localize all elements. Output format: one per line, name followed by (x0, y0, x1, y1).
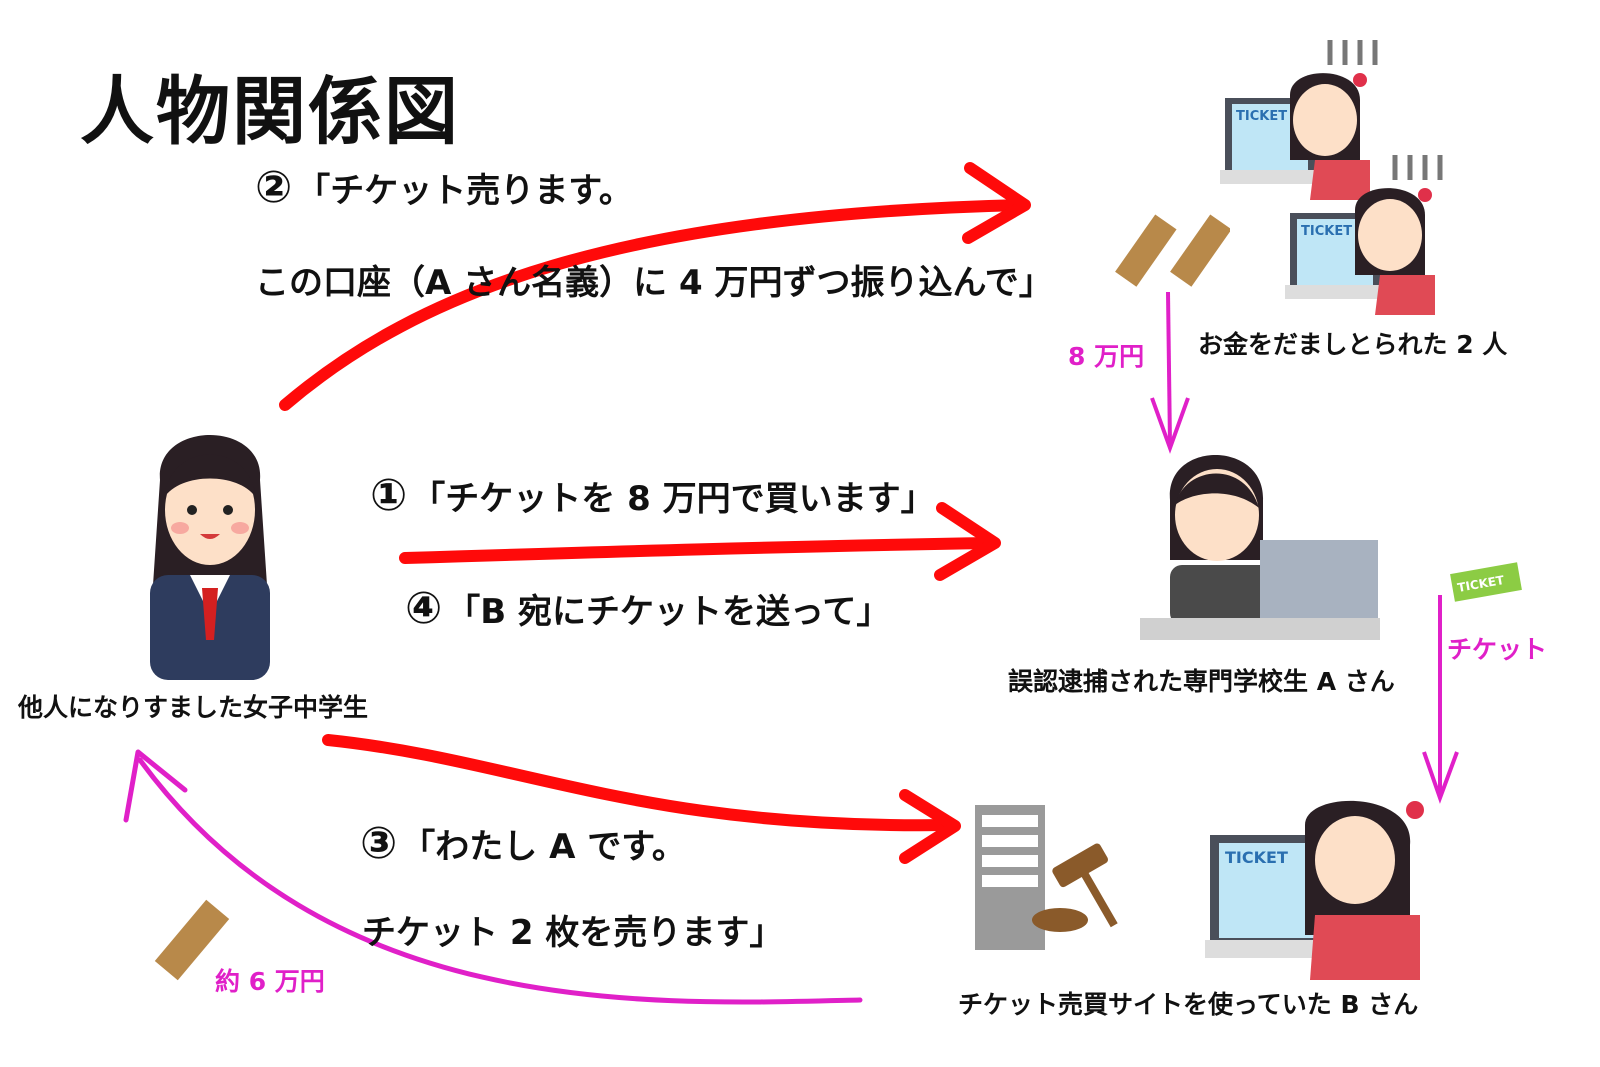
step-3-number: ③ (360, 818, 397, 869)
caption-victims: お金をだましとられた 2 人 (1198, 325, 1507, 361)
arrow-money-8-line (1168, 292, 1170, 445)
message-4: ④「B 宛にチケットを送って」 (405, 583, 890, 634)
step-4-number: ④ (405, 583, 442, 634)
student-a-laptop-icon (1135, 430, 1385, 655)
step-2-number: ② (255, 162, 292, 213)
message-3-line1: ③「わたし A です。 (360, 818, 686, 869)
message-3-line2: チケット 2 枚を売ります」 (362, 905, 783, 954)
money-envelope-small-icon (145, 895, 240, 985)
arrow-money-6-head (126, 752, 185, 820)
message-3-text: 「わたし A です。 (401, 827, 686, 867)
victim-2-ticket-text: TICKET (1301, 224, 1352, 239)
money-envelope-icon (1115, 205, 1230, 295)
message-2-text: 「チケット売ります。 (296, 171, 633, 211)
victim-woman-laptop-2-icon: TICKET (1285, 155, 1455, 320)
user-b-ticket-text: TICKET (1225, 848, 1288, 867)
caption-student-a: 誤認逮捕された専門学校生 A さん (1008, 662, 1395, 698)
arrow-3-line (328, 740, 950, 825)
step-1-number: ① (370, 470, 407, 521)
message-2-line2: この口座（A さん名義）に 4 万円ずつ振り込んで」 (255, 255, 1053, 304)
message-4-text: 「B 宛にチケットを送って」 (446, 592, 890, 632)
user-b-laptop-icon: TICKET (1205, 785, 1445, 980)
green-ticket-icon: TICKET (1448, 560, 1524, 604)
arrow-2-line (285, 205, 1020, 405)
schoolgirl-icon (140, 410, 280, 680)
server-gavel-icon (970, 800, 1130, 955)
message-1-text: 「チケットを 8 万円で買います」 (411, 479, 934, 519)
caption-girl: 他人になりすました女子中学生 (18, 688, 368, 724)
caption-user-b: チケット売買サイトを使っていた B さん (958, 985, 1418, 1021)
message-2-line1: ②「チケット売ります。 (255, 162, 633, 213)
victim-1-ticket-text: TICKET (1236, 109, 1287, 124)
money-8-label: 8 万円 (1068, 337, 1144, 373)
message-1: ①「チケットを 8 万円で買います」 (370, 470, 935, 521)
ticket-label: チケット (1447, 630, 1547, 666)
arrow-1-line (405, 543, 990, 558)
